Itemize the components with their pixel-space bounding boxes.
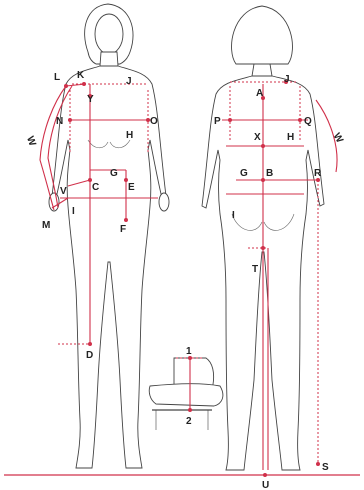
- label-X: X: [254, 132, 261, 143]
- label-M: M: [42, 220, 50, 231]
- label-P: P: [214, 116, 221, 127]
- label-H-back: H: [287, 132, 294, 143]
- label-B: B: [266, 168, 273, 179]
- label-A: A: [256, 88, 263, 99]
- label-E: E: [128, 182, 135, 193]
- label-J-back: J: [284, 74, 290, 85]
- label-2: 2: [186, 416, 192, 427]
- label-I-back: I: [232, 210, 235, 221]
- label-R: R: [314, 168, 322, 179]
- label-G-front: G: [110, 168, 118, 179]
- label-U: U: [262, 480, 269, 490]
- label-W-front: W: [24, 135, 38, 148]
- label-I-front: I: [72, 206, 75, 217]
- label-Q: Q: [304, 116, 312, 127]
- label-Y: Y: [87, 94, 94, 105]
- label-T: T: [252, 264, 258, 275]
- label-H-front: H: [126, 130, 133, 141]
- label-V: V: [60, 186, 67, 197]
- label-D: D: [86, 350, 93, 361]
- label-N: N: [56, 116, 63, 127]
- label-L: L: [54, 72, 60, 83]
- label-1: 1: [186, 346, 192, 357]
- label-J-front: J: [126, 76, 132, 87]
- label-S: S: [322, 462, 329, 473]
- label-C: C: [92, 182, 99, 193]
- label-O: O: [150, 116, 158, 127]
- seated-figure: 1 2: [149, 346, 223, 430]
- label-K: K: [77, 70, 85, 81]
- label-G-back: G: [240, 168, 248, 179]
- label-F: F: [120, 224, 126, 235]
